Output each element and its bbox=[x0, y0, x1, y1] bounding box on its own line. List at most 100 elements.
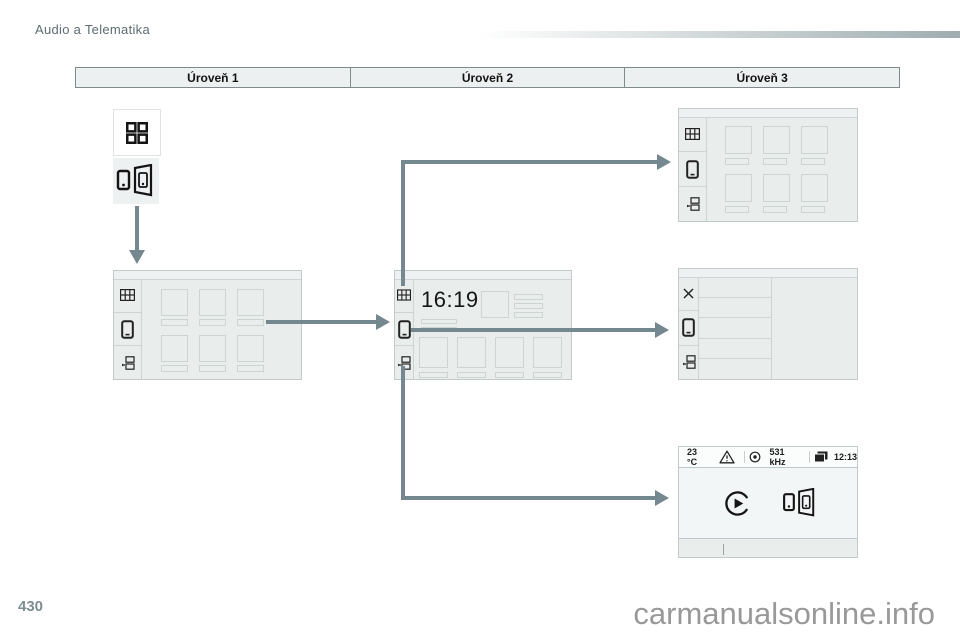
app-label-bar bbox=[725, 206, 749, 213]
pages-stack-icon bbox=[813, 451, 828, 463]
apps-grid-icon bbox=[114, 279, 141, 313]
screen-sidebar bbox=[114, 279, 142, 379]
phone-mirroring-tile bbox=[113, 158, 159, 204]
screen-topbar bbox=[114, 271, 301, 280]
screen-topbar bbox=[679, 109, 857, 118]
app-tile bbox=[199, 335, 226, 362]
level-1-header: Úroveň 1 bbox=[76, 68, 351, 87]
page-number: 430 bbox=[18, 598, 44, 615]
app-label-bar bbox=[725, 158, 749, 165]
arrow-l2-bottom-head bbox=[655, 490, 669, 506]
media-widget-bar bbox=[514, 303, 543, 309]
app-tile bbox=[725, 174, 752, 202]
media-widget-tile bbox=[481, 291, 509, 318]
list-item bbox=[698, 318, 771, 339]
widgets-icon bbox=[679, 346, 698, 379]
status-separator bbox=[743, 451, 745, 463]
app-tile bbox=[725, 126, 752, 154]
screen-app-grid-level3 bbox=[678, 108, 858, 222]
radio-bottom-bar bbox=[679, 538, 857, 557]
arrow-l2-bottom-hline bbox=[401, 496, 657, 500]
arrow-l1-l2-line bbox=[266, 320, 378, 324]
app-label-bar bbox=[801, 158, 825, 165]
shortcut-tile bbox=[495, 337, 524, 368]
app-tile bbox=[763, 126, 790, 154]
screen-home-clock: 16:19 bbox=[394, 270, 572, 380]
arrow-l2-mid-line bbox=[411, 328, 657, 332]
phone-mirroring-icon bbox=[115, 164, 157, 198]
app-tile bbox=[161, 289, 188, 316]
app-tile bbox=[161, 335, 188, 362]
clock-display: 16:19 bbox=[421, 287, 479, 312]
radio-main-area bbox=[679, 468, 857, 538]
shortcut-label-bar bbox=[533, 372, 562, 378]
media-widget-bar bbox=[514, 294, 543, 300]
frequency-value: 531 kHz bbox=[769, 447, 786, 467]
smartphone-icon bbox=[679, 152, 706, 187]
list-item bbox=[698, 298, 771, 319]
play-resume-icon bbox=[724, 490, 751, 517]
detail-panel bbox=[771, 277, 857, 379]
arrow-l2-top-vline bbox=[401, 160, 405, 286]
app-label-bar bbox=[801, 206, 825, 213]
shortcut-label-bar bbox=[419, 372, 448, 378]
arrow-l1-l2-head bbox=[376, 314, 390, 330]
shortcut-label-bar bbox=[457, 372, 486, 378]
app-grid-tile bbox=[113, 109, 161, 156]
phone-mirroring-icon bbox=[781, 488, 819, 518]
app-label-bar bbox=[161, 319, 188, 326]
close-x-icon bbox=[679, 277, 698, 312]
app-tile bbox=[237, 289, 264, 316]
apps-grid-icon bbox=[679, 117, 706, 152]
screen-sidebar bbox=[679, 277, 699, 379]
app-label-bar bbox=[237, 365, 264, 372]
time-value: 12:13 bbox=[833, 452, 857, 462]
smartphone-icon bbox=[114, 313, 141, 347]
screen-topbar bbox=[679, 269, 857, 278]
screen-topbar bbox=[395, 271, 571, 280]
app-label-bar bbox=[199, 319, 226, 326]
arrow-down-head bbox=[129, 250, 145, 264]
level-3-header: Úroveň 3 bbox=[625, 68, 900, 87]
arrow-l2-mid-head bbox=[655, 322, 669, 338]
screen-list-view bbox=[678, 268, 858, 380]
screen-radio-status: 23 °C 531 kHz 12:13 bbox=[678, 446, 858, 558]
status-bar: 23 °C 531 kHz 12:13 bbox=[679, 447, 857, 468]
level-2-header: Úroveň 2 bbox=[350, 68, 626, 87]
header-gradient-rule bbox=[480, 31, 960, 38]
list-item bbox=[698, 359, 771, 379]
app-label-bar bbox=[763, 206, 787, 213]
app-tile bbox=[199, 289, 226, 316]
app-label-bar bbox=[161, 365, 188, 372]
arrow-l2-top-hline bbox=[401, 160, 659, 164]
shortcut-tile bbox=[457, 337, 486, 368]
shortcut-tile bbox=[533, 337, 562, 368]
list-column bbox=[698, 277, 772, 379]
widgets-icon bbox=[679, 187, 706, 221]
status-separator bbox=[809, 451, 810, 463]
arrow-down-line bbox=[135, 206, 139, 252]
apps-grid-icon bbox=[395, 279, 413, 313]
smartphone-icon bbox=[395, 313, 413, 347]
app-tile bbox=[801, 174, 828, 202]
screen-app-grid-level1 bbox=[113, 270, 302, 380]
warning-triangle-icon bbox=[718, 450, 735, 464]
app-tile bbox=[801, 126, 828, 154]
app-tile bbox=[763, 174, 790, 202]
shortcut-tile bbox=[419, 337, 448, 368]
screen-sidebar bbox=[679, 117, 707, 221]
app-label-bar bbox=[199, 365, 226, 372]
app-tile bbox=[237, 335, 264, 362]
media-widget-bar bbox=[514, 312, 543, 318]
page-title: Audio a Telematika bbox=[35, 22, 151, 37]
scale-tick bbox=[723, 544, 724, 555]
shortcut-label-bar bbox=[495, 372, 524, 378]
list-item bbox=[698, 277, 771, 298]
list-item bbox=[698, 339, 771, 360]
clock-widget-bar bbox=[421, 319, 457, 324]
level-table: Úroveň 1 Úroveň 2 Úroveň 3 bbox=[75, 67, 900, 88]
traffic-announcement-icon bbox=[749, 451, 761, 463]
arrow-l2-bottom-vline bbox=[401, 366, 405, 500]
watermark: carmanualsonline.info bbox=[633, 596, 935, 631]
widgets-icon bbox=[114, 346, 141, 379]
